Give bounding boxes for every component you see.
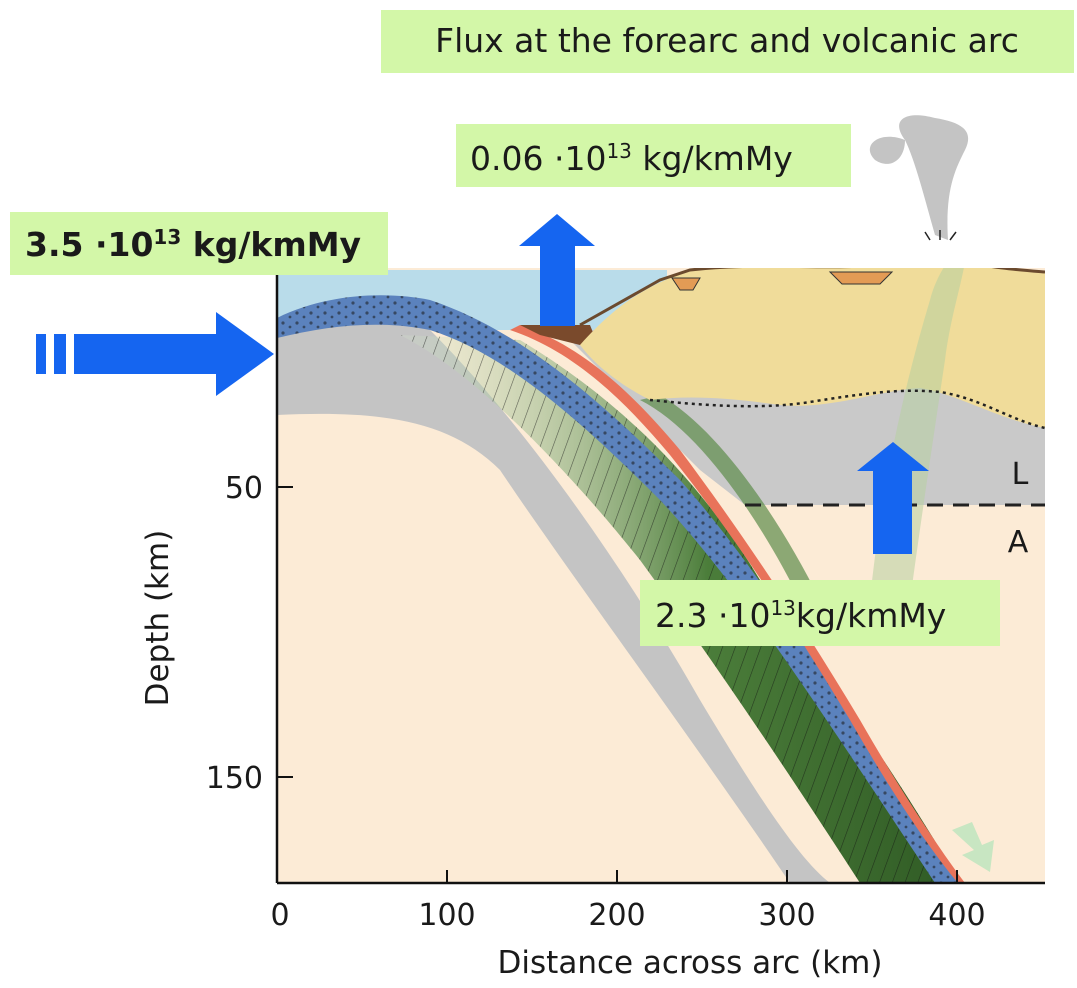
x-tick-label-100: 100: [418, 898, 475, 933]
volcano-plume-icon: [869, 115, 969, 241]
y-tick-label-150: 150: [206, 761, 263, 796]
axes: 0 100 200 300 400 50 150 Distance across…: [140, 268, 1045, 981]
input-flux-text: 3.5 ·1013 kg/kmMy: [25, 225, 361, 264]
forearc-basin-2: [828, 271, 894, 285]
forearc-basin-1: [671, 277, 701, 291]
x-tick-label-200: 200: [588, 898, 645, 933]
accretionary-wedge: [520, 325, 600, 350]
lithosphere-boundary: [649, 389, 1045, 430]
x-tick-label-0: 0: [270, 898, 289, 933]
asthenosphere-label: A: [1008, 525, 1029, 560]
x-tick-label-300: 300: [758, 898, 815, 933]
mantle-wedge-green: [640, 395, 820, 600]
arc-flux-arrow-icon: [857, 442, 929, 554]
input-flux-arrow-icon: [36, 312, 274, 396]
sediment-layer: [510, 325, 965, 883]
cross-section: [277, 268, 1045, 883]
x-axis-title: Distance across arc (km): [498, 945, 883, 981]
page-title: Flux at the forearc and volcanic arc: [435, 21, 1019, 60]
forearc-flux-arrow-icon: [519, 214, 595, 326]
y-tick-label-50: 50: [225, 471, 263, 506]
oceanic-plate-grey: [277, 307, 830, 883]
y-axis-title: Depth (km): [140, 530, 176, 707]
title-box: Flux at the forearc and volcanic arc: [381, 10, 1074, 73]
forearc-flux-text: 0.06 ·1013 kg/kmMy: [470, 139, 793, 178]
arc-flux-text: 2.3 ·1013kg/kmMy: [655, 596, 946, 635]
arc-flux-label: 2.3 ·1013kg/kmMy: [640, 580, 1000, 646]
x-tick-label-400: 400: [928, 898, 985, 933]
input-flux-label: 3.5 ·1013 kg/kmMy: [10, 212, 388, 275]
outlet-arrow-icon: [952, 822, 994, 872]
lithosphere-label: L: [1012, 457, 1029, 492]
forearc-flux-label: 0.06 ·1013 kg/kmMy: [456, 124, 851, 187]
